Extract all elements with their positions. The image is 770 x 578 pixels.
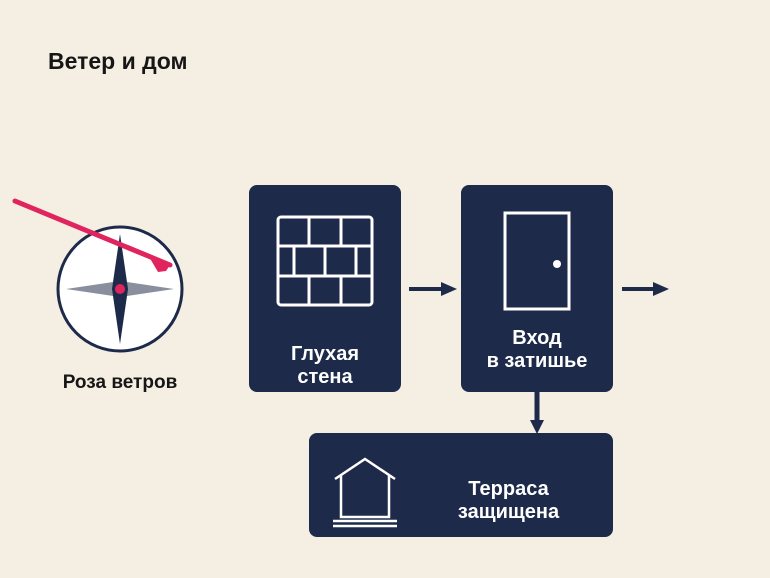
arrow-entry-out-icon — [622, 282, 669, 296]
node-sheltered-entry-label: Вход в затишье — [486, 327, 588, 372]
wind-arrow-icon — [12, 198, 173, 272]
node-blank-wall-label: Глухая стена — [290, 343, 360, 388]
compass-label: Роза ветров — [62, 372, 178, 393]
node-sheltered-entry: Вход в затишье — [461, 185, 613, 392]
page-title: Ветер и дом — [48, 48, 188, 74]
arrow-entry-to-terrace-icon — [530, 392, 544, 434]
node-blank-wall: Глухая стена — [249, 185, 401, 392]
node-protected-terrace-label: Терраса защищена — [457, 478, 560, 523]
arrow-wall-to-entry-icon — [409, 282, 457, 296]
brick-wall-icon — [276, 215, 374, 307]
door-icon — [503, 211, 571, 311]
house-icon — [333, 457, 397, 528]
node-protected-terrace: Терраса защищена — [309, 433, 613, 537]
